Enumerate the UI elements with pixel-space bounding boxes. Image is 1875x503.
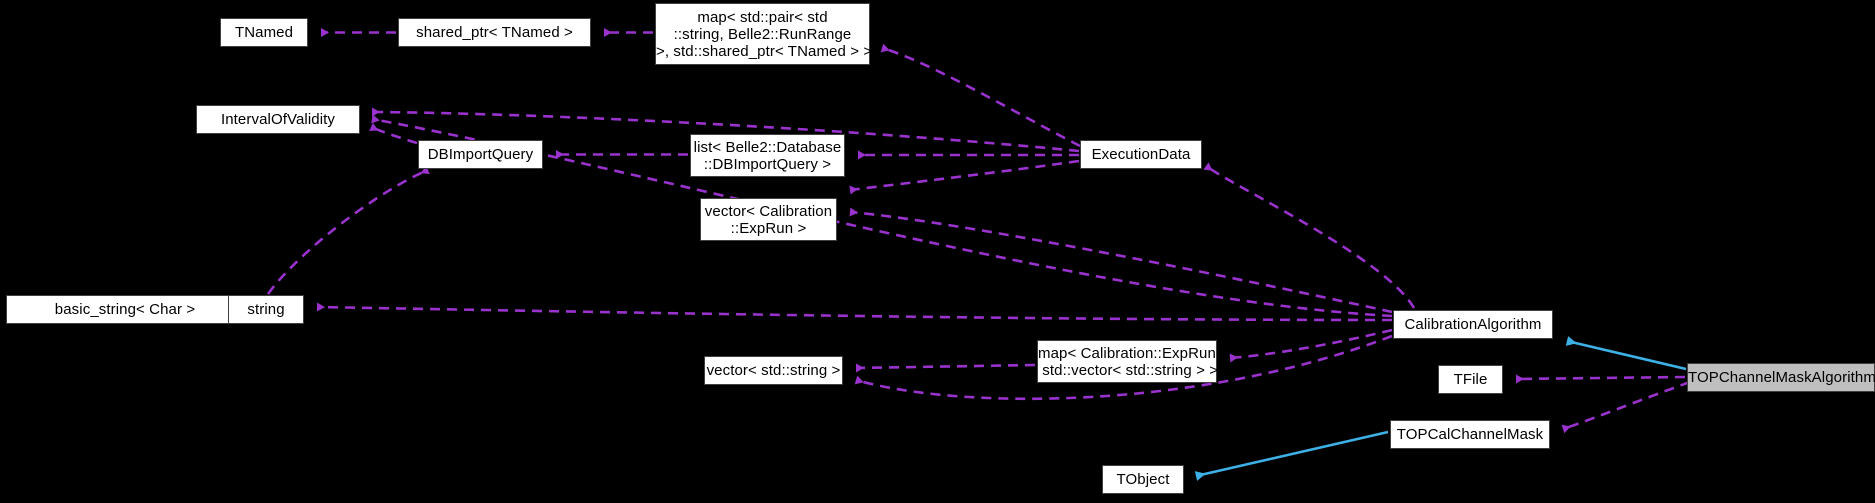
node-calibrationalgorithm[interactable]: CalibrationAlgorithm: [1393, 310, 1553, 339]
node-label: DBImportQuery: [427, 146, 534, 163]
edge-calibrationalgo-string: [316, 302, 1393, 322]
node-label: map< Calibration::ExpRun, std::vector< s…: [1038, 344, 1221, 379]
edge-dbimportquery-interval: [369, 122, 418, 145]
node-interval-of-validity[interactable]: IntervalOfValidity: [196, 105, 360, 134]
node-executiondata[interactable]: ExecutionData: [1080, 140, 1202, 169]
node-tnamed[interactable]: TNamed: [220, 18, 308, 47]
node-label: IntervalOfValidity: [220, 111, 336, 128]
node-basic-string[interactable]: basic_string< Char >: [6, 295, 244, 324]
node-label: shared_ptr< TNamed >: [416, 24, 573, 41]
edge-calibrationalgo-map_exprun_vecstr: [1229, 328, 1393, 363]
node-string[interactable]: string: [228, 295, 304, 324]
node-label: TOPCalChannelMask: [1396, 426, 1544, 443]
node-label: vector< Calibration ::ExpRun >: [704, 202, 833, 237]
node-label: list< Belle2::Database ::DBImportQuery >: [693, 138, 842, 173]
node-label: string: [247, 301, 285, 318]
edge-topchannelmaskalgo-tfile: [1515, 374, 1686, 384]
node-label: TObject: [1116, 471, 1170, 488]
node-label: vector< std::string >: [706, 362, 841, 379]
node-label: map< std::pair< std ::string, Belle2::Ru…: [656, 8, 873, 60]
node-tobject[interactable]: TObject: [1102, 465, 1184, 494]
edge-topchannelmaskalgo-topcalchannelmask: [1561, 380, 1691, 434]
node-map-pair-string-runrange[interactable]: map< std::pair< std ::string, Belle2::Ru…: [655, 3, 873, 65]
node-label: basic_string< Char >: [54, 301, 196, 318]
node-topcalchannelmask[interactable]: TOPCalChannelMask: [1390, 420, 1550, 449]
node-label: CalibrationAlgorithm: [1404, 316, 1542, 333]
node-shared-ptr-tnamed[interactable]: shared_ptr< TNamed >: [398, 18, 591, 47]
edge-topchannelmaskalgo-calibrationalgo: [1565, 336, 1687, 371]
node-label: TOPChannelMaskAlgorithm: [1688, 369, 1875, 386]
node-label: ExecutionData: [1091, 146, 1191, 163]
node-dbimportquery[interactable]: DBImportQuery: [418, 140, 543, 169]
node-topchannelmaskalgorithm[interactable]: TOPChannelMaskAlgorithm: [1687, 363, 1875, 392]
edge-string-dbimportquery: [266, 165, 430, 295]
node-tfile[interactable]: TFile: [1438, 365, 1503, 394]
node-list-dbimportquery[interactable]: list< Belle2::Database ::DBImportQuery >: [690, 134, 845, 177]
edge-map_exprun_vecstr-vector_string: [855, 363, 1036, 373]
node-label: TFile: [1453, 371, 1488, 388]
edge-calibrationalgo-vector_exprun: [849, 207, 1393, 314]
edge-executiondata-vector_exprun: [849, 159, 1080, 195]
node-map-exprun-vector-string[interactable]: map< Calibration::ExpRun, std::vector< s…: [1037, 340, 1221, 383]
edge-calibrationalgo-executiondata: [1203, 162, 1416, 309]
edge-topcalchannelmask-tobject: [1194, 430, 1389, 481]
node-label: TNamed: [234, 24, 294, 41]
edge-executiondata-map_pair: [880, 43, 1081, 148]
node-vector-std-string[interactable]: vector< std::string >: [704, 356, 843, 385]
node-vector-calibration-exprun[interactable]: vector< Calibration ::ExpRun >: [700, 198, 837, 241]
